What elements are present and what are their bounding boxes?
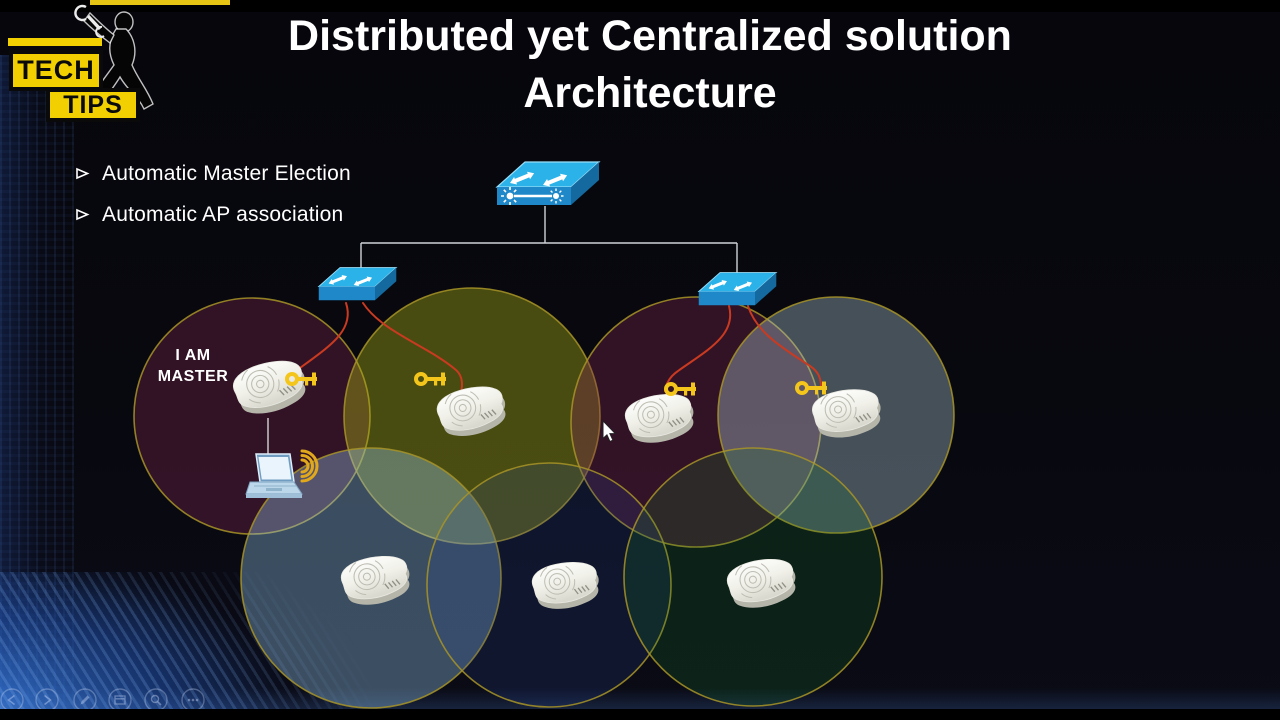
more-options-button[interactable]: [181, 688, 205, 712]
right-switch-icon: [698, 272, 777, 306]
background-bottom-glow: [0, 688, 1280, 709]
coverage-circle-master: [133, 297, 371, 535]
previous-slide-button[interactable]: [0, 688, 24, 712]
ap-uplink-cable: [299, 302, 349, 369]
title-line-2: Architecture: [523, 69, 777, 117]
left-switch-icon: [318, 267, 397, 301]
ap-uplink-cable: [362, 302, 463, 395]
next-slide-button[interactable]: [35, 688, 59, 712]
bullet-text: Automatic AP association: [102, 202, 344, 226]
logo-tech-text: TECH: [17, 55, 95, 85]
i-am-master-label: I AM MASTER: [146, 345, 240, 387]
bullet-list: Automatic Master Election Automatic AP a…: [75, 160, 351, 242]
letterbox-bar-top: [0, 0, 1280, 12]
slide-title: Distributed yet Centralized solution Arc…: [190, 8, 1110, 122]
pen-tool-button[interactable]: [73, 688, 97, 712]
master-label-line-1: I AM: [175, 347, 211, 364]
core-switch-icon: [497, 162, 599, 205]
see-all-slides-button[interactable]: [108, 688, 132, 712]
zoom-tool-button[interactable]: [144, 688, 168, 712]
logo-underline-bar: [8, 38, 102, 46]
title-line-1: Distributed yet Centralized solution: [288, 12, 1012, 60]
bullet-item: Automatic AP association: [75, 201, 351, 228]
letterbox-bar-bottom: [0, 709, 1280, 720]
top-edge-yellow-sliver: [90, 0, 230, 5]
tech-tips-logo: TECH TIPS: [0, 0, 180, 130]
logo-tips-text: TIPS: [63, 90, 123, 119]
bullet-text: Automatic Master Election: [102, 161, 351, 185]
logo-word-tips: TIPS: [46, 88, 140, 122]
logo-word-tech: TECH: [9, 50, 103, 91]
master-label-line-2: MASTER: [157, 368, 229, 385]
arrowhead-bullet-icon: [76, 208, 90, 221]
bullet-item: Automatic Master Election: [75, 160, 351, 187]
ap-uplink-cable: [747, 305, 822, 388]
arrowhead-bullet-icon: [76, 167, 90, 180]
